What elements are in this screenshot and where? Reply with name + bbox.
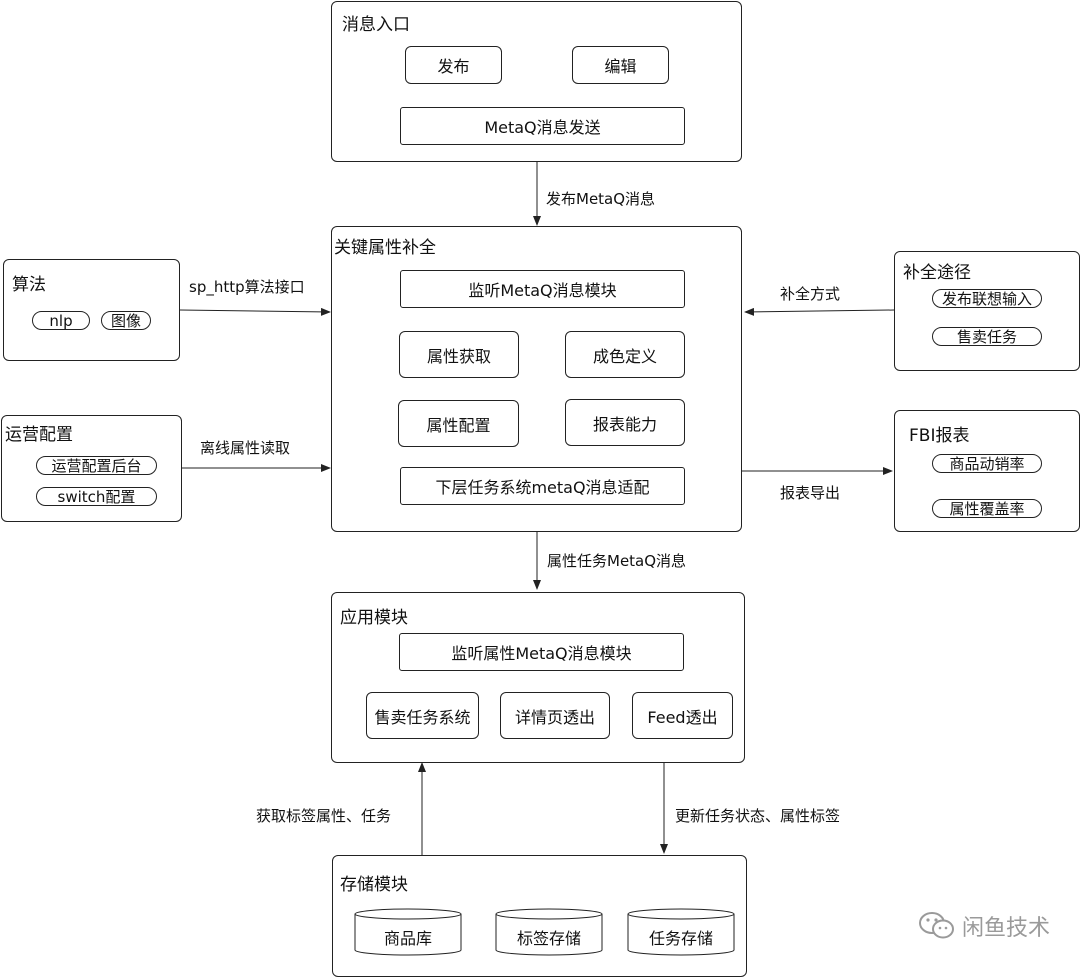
tag-store-cylinder[interactable]: 标签存储 <box>495 908 603 956</box>
tag-store-label: 标签存储 <box>516 929 581 948</box>
edge-label-update-status: 更新任务状态、属性标签 <box>675 807 841 825</box>
edit-box[interactable]: 编辑 <box>572 46 669 84</box>
goods-db-label: 商品库 <box>383 929 432 948</box>
wechat-icon <box>918 912 954 939</box>
algo-title: 算法 <box>12 275 46 295</box>
fbi-title: FBI报表 <box>909 426 970 446</box>
assoc-input-pill[interactable]: 发布联想输入 <box>932 289 1042 308</box>
edge-label-offline-read: 离线属性读取 <box>200 439 291 457</box>
edge-label-attr-task-metaq: 属性任务MetaQ消息 <box>547 552 687 570</box>
edge-label-sp-http: sp_http算法接口 <box>189 278 305 296</box>
cylinder-icon <box>495 908 603 956</box>
ops-title: 运营配置 <box>5 425 73 445</box>
sell-rate-pill[interactable]: 商品动销率 <box>932 454 1042 473</box>
arrow-algo-to-core <box>179 307 331 316</box>
watermark: 闲鱼技术 <box>918 910 1050 942</box>
app-title: 应用模块 <box>340 608 408 628</box>
sell-task-system-box[interactable]: 售卖任务系统 <box>366 692 479 739</box>
cylinder-icon <box>627 908 735 956</box>
detail-page-box[interactable]: 详情页透出 <box>500 692 610 739</box>
edge-label-publish-metaq: 发布MetaQ消息 <box>546 190 656 208</box>
nlp-pill[interactable]: nlp <box>32 311 90 330</box>
sell-task-pill[interactable]: 售卖任务 <box>932 327 1042 346</box>
listen-attr-metaq-box[interactable]: 监听属性MetaQ消息模块 <box>399 633 684 671</box>
completion-title: 补全途径 <box>903 263 971 283</box>
core-title: 关键属性补全 <box>334 238 436 258</box>
message-entry-title: 消息入口 <box>342 15 410 35</box>
listen-metaq-box[interactable]: 监听MetaQ消息模块 <box>400 270 685 308</box>
task-store-cylinder[interactable]: 任务存储 <box>627 908 735 956</box>
publish-box[interactable]: 发布 <box>405 46 502 84</box>
storage-title: 存储模块 <box>340 875 408 895</box>
arrow-completion-to-core <box>744 307 895 316</box>
attr-config-box[interactable]: 属性配置 <box>398 400 519 447</box>
algo-panel: 算法 <box>3 259 180 361</box>
edge-label-report-export: 报表导出 <box>780 484 841 502</box>
attr-fetch-box[interactable]: 属性获取 <box>399 331 519 378</box>
attr-cover-pill[interactable]: 属性覆盖率 <box>932 499 1042 518</box>
lower-task-adapt-box[interactable]: 下层任务系统metaQ消息适配 <box>400 467 685 505</box>
switch-config-pill[interactable]: switch配置 <box>36 487 157 506</box>
feed-box[interactable]: Feed透出 <box>632 692 733 739</box>
edge-label-get-tags-tasks: 获取标签属性、任务 <box>256 807 392 825</box>
color-def-box[interactable]: 成色定义 <box>565 331 685 378</box>
watermark-text: 闲鱼技术 <box>961 916 1050 941</box>
goods-db-cylinder[interactable]: 商品库 <box>354 908 462 956</box>
completion-panel: 补全途径 <box>894 251 1080 371</box>
cylinder-icon <box>354 908 462 956</box>
image-pill[interactable]: 图像 <box>101 311 151 330</box>
report-ability-box[interactable]: 报表能力 <box>565 399 685 446</box>
ops-backend-pill[interactable]: 运营配置后台 <box>36 456 157 475</box>
metaq-send-box[interactable]: MetaQ消息发送 <box>400 107 685 145</box>
task-store-label: 任务存储 <box>648 929 713 948</box>
edge-label-complete-method: 补全方式 <box>780 285 841 303</box>
